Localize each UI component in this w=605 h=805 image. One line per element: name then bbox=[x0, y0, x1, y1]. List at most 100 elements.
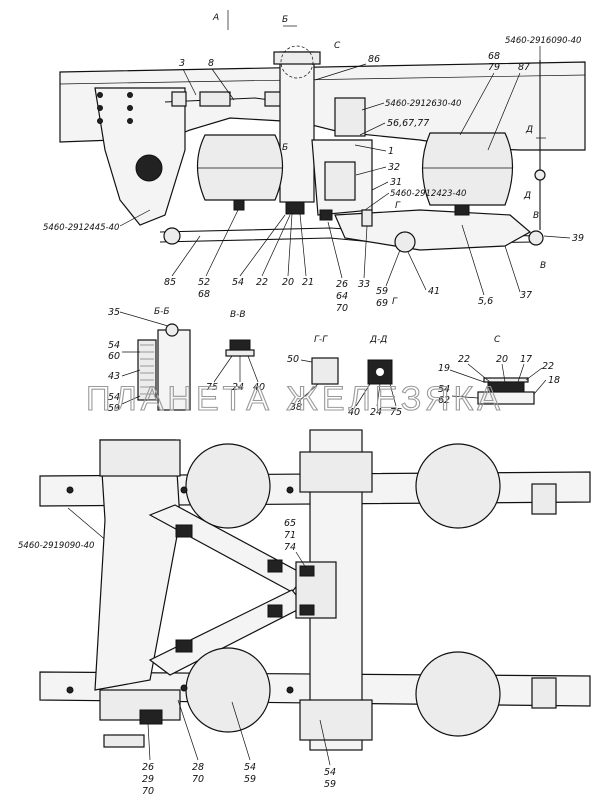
code-2912445: 5460-2912445-40 bbox=[43, 223, 119, 233]
section-bb-eye bbox=[165, 323, 179, 337]
section-bb-title: Б-Б bbox=[154, 307, 170, 317]
leader-41 bbox=[407, 251, 427, 291]
plan-leader-26 bbox=[147, 723, 151, 761]
mark-v-top: В bbox=[533, 211, 539, 221]
fastener-54 bbox=[319, 209, 333, 221]
section-dd-hole bbox=[376, 368, 384, 376]
c-label-22b: 22 bbox=[542, 361, 554, 372]
fastener-33 bbox=[361, 209, 373, 227]
c-label-62: 62 bbox=[438, 395, 450, 406]
leader-59 bbox=[385, 249, 401, 287]
bracket-bolts bbox=[97, 92, 133, 124]
mark-c-top: С bbox=[334, 41, 341, 51]
plan-leader-28 bbox=[177, 699, 199, 761]
plan-callout-74: 74 bbox=[284, 542, 296, 553]
c-leader-54 bbox=[451, 395, 479, 399]
frame-flange-line bbox=[59, 74, 586, 85]
air-spring-front bbox=[196, 134, 284, 201]
bb-label-54b: 54 bbox=[108, 392, 120, 403]
c-leader-20 bbox=[501, 363, 506, 383]
callout-21: 21 bbox=[302, 277, 314, 288]
dd-leader-24 bbox=[376, 383, 381, 407]
bb-label-43: 43 bbox=[108, 371, 120, 382]
section-vv-title: В-В bbox=[230, 310, 246, 320]
gg-leader-50 bbox=[300, 359, 313, 363]
leader-3 bbox=[182, 68, 197, 96]
bb-label-60: 60 bbox=[108, 351, 120, 362]
rear-pivot bbox=[528, 230, 544, 246]
leader-31 bbox=[371, 181, 389, 191]
bb-leader-43 bbox=[121, 369, 141, 377]
section-bb-plate bbox=[137, 339, 157, 401]
section-gg: Г-Г 50 38 bbox=[287, 335, 339, 413]
section-gg-title: Г-Г bbox=[314, 335, 328, 345]
section-marks-top: А Б С Б Д Д В В Г Г bbox=[212, 10, 546, 307]
plan-callout-70b: 70 bbox=[192, 774, 204, 785]
section-dd: Д-Д 40 24 75 bbox=[348, 335, 402, 418]
dd-label-40: 40 bbox=[348, 407, 360, 418]
air-spring-rear bbox=[421, 132, 514, 206]
gg-leader-38 bbox=[297, 383, 319, 403]
mark-b-top: Б bbox=[282, 15, 288, 25]
rod-joint-front bbox=[171, 91, 187, 107]
plan-callout-54a: 54 bbox=[244, 762, 256, 773]
callout-8: 8 bbox=[208, 58, 214, 69]
fastener-rear bbox=[454, 204, 470, 216]
leader-32 bbox=[355, 166, 387, 176]
c-leader-18 bbox=[533, 379, 547, 395]
code-2919090: 5460-2919090-40 bbox=[18, 541, 94, 551]
plan-air-spring-3 bbox=[185, 647, 271, 733]
bracket-hole bbox=[135, 154, 163, 182]
plan-callout-28: 28 bbox=[192, 762, 204, 773]
leader-52 bbox=[205, 209, 239, 277]
dd-label-75: 75 bbox=[390, 407, 402, 418]
callout-32: 32 bbox=[388, 162, 400, 173]
fastener-52 bbox=[233, 199, 245, 211]
side-view-callouts: 3 8 86 68 79 87 56,67,77 1 32 31 39 85 5… bbox=[164, 51, 584, 314]
callout-31: 31 bbox=[390, 177, 402, 188]
arm-pivot bbox=[394, 231, 416, 253]
plan-callout-54b: 54 bbox=[324, 767, 336, 778]
gg-label-38: 38 bbox=[290, 402, 302, 413]
callout-79: 79 bbox=[488, 62, 500, 73]
section-bb: Б-Б 35 54 60 43 54 59 bbox=[108, 307, 191, 414]
vv-label-75: 75 bbox=[206, 382, 218, 393]
vv-label-24: 24 bbox=[232, 382, 244, 393]
section-vv-washer bbox=[225, 349, 255, 357]
leader-code-2912630 bbox=[361, 102, 385, 111]
leader-33 bbox=[363, 225, 368, 279]
plan-leader-65 bbox=[295, 551, 307, 569]
dd-leader-75 bbox=[389, 383, 397, 407]
plan-axle-hub-bottom bbox=[299, 699, 373, 741]
callout-20: 20 bbox=[282, 277, 294, 288]
c-label-17: 17 bbox=[520, 354, 532, 365]
plan-callout-71: 71 bbox=[284, 530, 296, 541]
leader-22 bbox=[261, 214, 291, 277]
plan-air-spring-4 bbox=[415, 651, 501, 737]
plan-front-bracket-top bbox=[99, 439, 181, 477]
mark-g-bottom: Г bbox=[392, 297, 398, 307]
plan-air-spring-2 bbox=[415, 443, 501, 529]
upper-mount bbox=[334, 97, 366, 137]
c-label-19: 19 bbox=[438, 363, 450, 374]
leader-code-2912423 bbox=[364, 192, 390, 211]
axle-housing bbox=[279, 51, 315, 203]
callout-70: 70 bbox=[336, 303, 348, 314]
leader-87 bbox=[487, 72, 521, 151]
callout-86: 86 bbox=[368, 54, 380, 65]
callout-64: 64 bbox=[336, 291, 348, 302]
c-leader-17 bbox=[517, 363, 525, 383]
plan-rear-plate-top bbox=[531, 483, 557, 515]
vv-leader-40 bbox=[247, 355, 259, 383]
section-bb-body bbox=[157, 329, 191, 411]
code-2912423: 5460-2912423-40 bbox=[390, 189, 466, 199]
mark-g-mid: Г bbox=[395, 201, 401, 211]
callout-22: 22 bbox=[256, 277, 268, 288]
leader-85 bbox=[171, 235, 201, 277]
mark-b-mid: Б bbox=[282, 143, 288, 153]
callout-37: 37 bbox=[520, 290, 532, 301]
plan-callout-59a: 59 bbox=[244, 774, 256, 785]
leader-code-2912445 bbox=[119, 209, 151, 227]
